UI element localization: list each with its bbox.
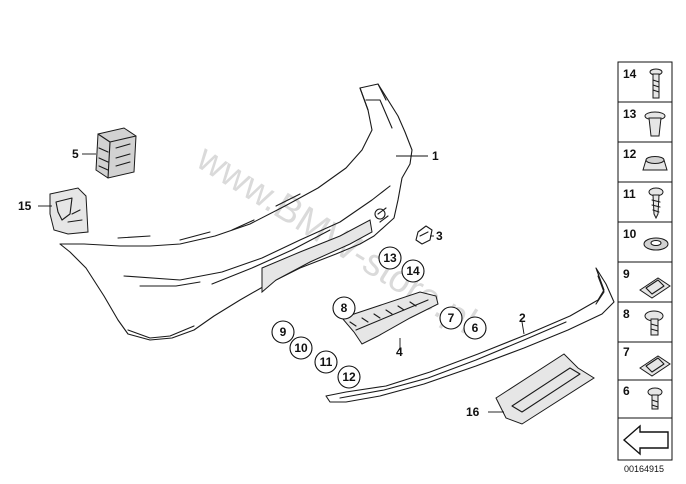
- svg-text:8: 8: [341, 301, 348, 315]
- plate-bracket-part-16: [495, 353, 595, 425]
- document-number: 00164915: [624, 464, 664, 474]
- bracket-part-15: [49, 187, 89, 235]
- svg-text:11: 11: [623, 187, 636, 201]
- legend-item-7: 7: [623, 345, 671, 377]
- svg-text:13: 13: [623, 107, 637, 121]
- svg-text:9: 9: [280, 325, 287, 339]
- circled-callout-9: 9: [271, 320, 295, 344]
- callout-2: 2: [519, 311, 526, 325]
- svg-text:7: 7: [448, 311, 455, 325]
- fastener-legend: 14 13 12 11: [617, 61, 673, 461]
- svg-text:13: 13: [383, 251, 397, 265]
- callout-3: 3: [436, 229, 443, 243]
- circled-callouts: 13 14 8 7 6 9 10 11: [271, 246, 487, 389]
- grommet-icon: [642, 156, 668, 171]
- svg-text:12: 12: [623, 147, 637, 161]
- callout-1: 1: [432, 149, 439, 163]
- bumper-panel: [59, 83, 413, 341]
- svg-text:11: 11: [320, 355, 333, 369]
- legend-item-9: 9: [623, 267, 671, 299]
- direction-arrow-icon: [622, 424, 669, 456]
- svg-text:14: 14: [623, 67, 637, 81]
- svg-text:8: 8: [623, 307, 630, 321]
- circled-callout-8: 8: [332, 296, 356, 320]
- svg-text:7: 7: [623, 345, 630, 359]
- svg-text:6: 6: [472, 321, 479, 335]
- legend-item-12: 12: [623, 147, 668, 171]
- circled-callout-10: 10: [289, 336, 313, 360]
- clip-nut-icon: [639, 355, 671, 377]
- expanding-rivet-icon: [644, 111, 666, 137]
- lower-trim-strip: [325, 267, 615, 403]
- svg-text:10: 10: [294, 341, 308, 355]
- legend-item-8: 8: [623, 307, 664, 336]
- bracket-part-4: [341, 291, 439, 345]
- svg-text:14: 14: [406, 264, 420, 278]
- legend-item-10: 10: [623, 227, 669, 251]
- legend-item-11: 11: [623, 187, 664, 220]
- washer-icon: [643, 237, 669, 251]
- circled-callout-7: 7: [439, 306, 463, 330]
- svg-text:6: 6: [623, 384, 630, 398]
- screw-icon: [649, 68, 663, 99]
- circled-callout-6: 6: [463, 316, 487, 340]
- circled-callout-11: 11: [314, 350, 338, 374]
- legend-item-arrow: [622, 424, 669, 456]
- clip-part-3: [415, 225, 433, 245]
- svg-text:9: 9: [623, 267, 630, 281]
- legend-item-6: 6: [623, 384, 663, 410]
- svg-text:10: 10: [623, 227, 637, 241]
- callout-numbers: 1 2 3 4 5 15 16: [18, 147, 526, 419]
- legend-item-14: 14: [623, 67, 663, 99]
- tapping-screw-icon: [648, 187, 664, 220]
- circled-callout-14: 14: [401, 259, 425, 283]
- svg-text:12: 12: [342, 370, 356, 384]
- hex-screw-icon: [644, 310, 664, 336]
- circled-callout-12: 12: [337, 365, 361, 389]
- callout-4: 4: [396, 345, 403, 359]
- circled-callout-13: 13: [378, 246, 402, 270]
- legend-item-13: 13: [623, 107, 666, 137]
- damping-block-part-5: [95, 127, 137, 179]
- callout-15: 15: [18, 199, 32, 213]
- clip-nut-icon: [639, 277, 671, 299]
- leader-lines: [38, 153, 525, 413]
- callout-5: 5: [72, 147, 79, 161]
- callout-16: 16: [466, 405, 480, 419]
- screw-icon: [647, 387, 663, 410]
